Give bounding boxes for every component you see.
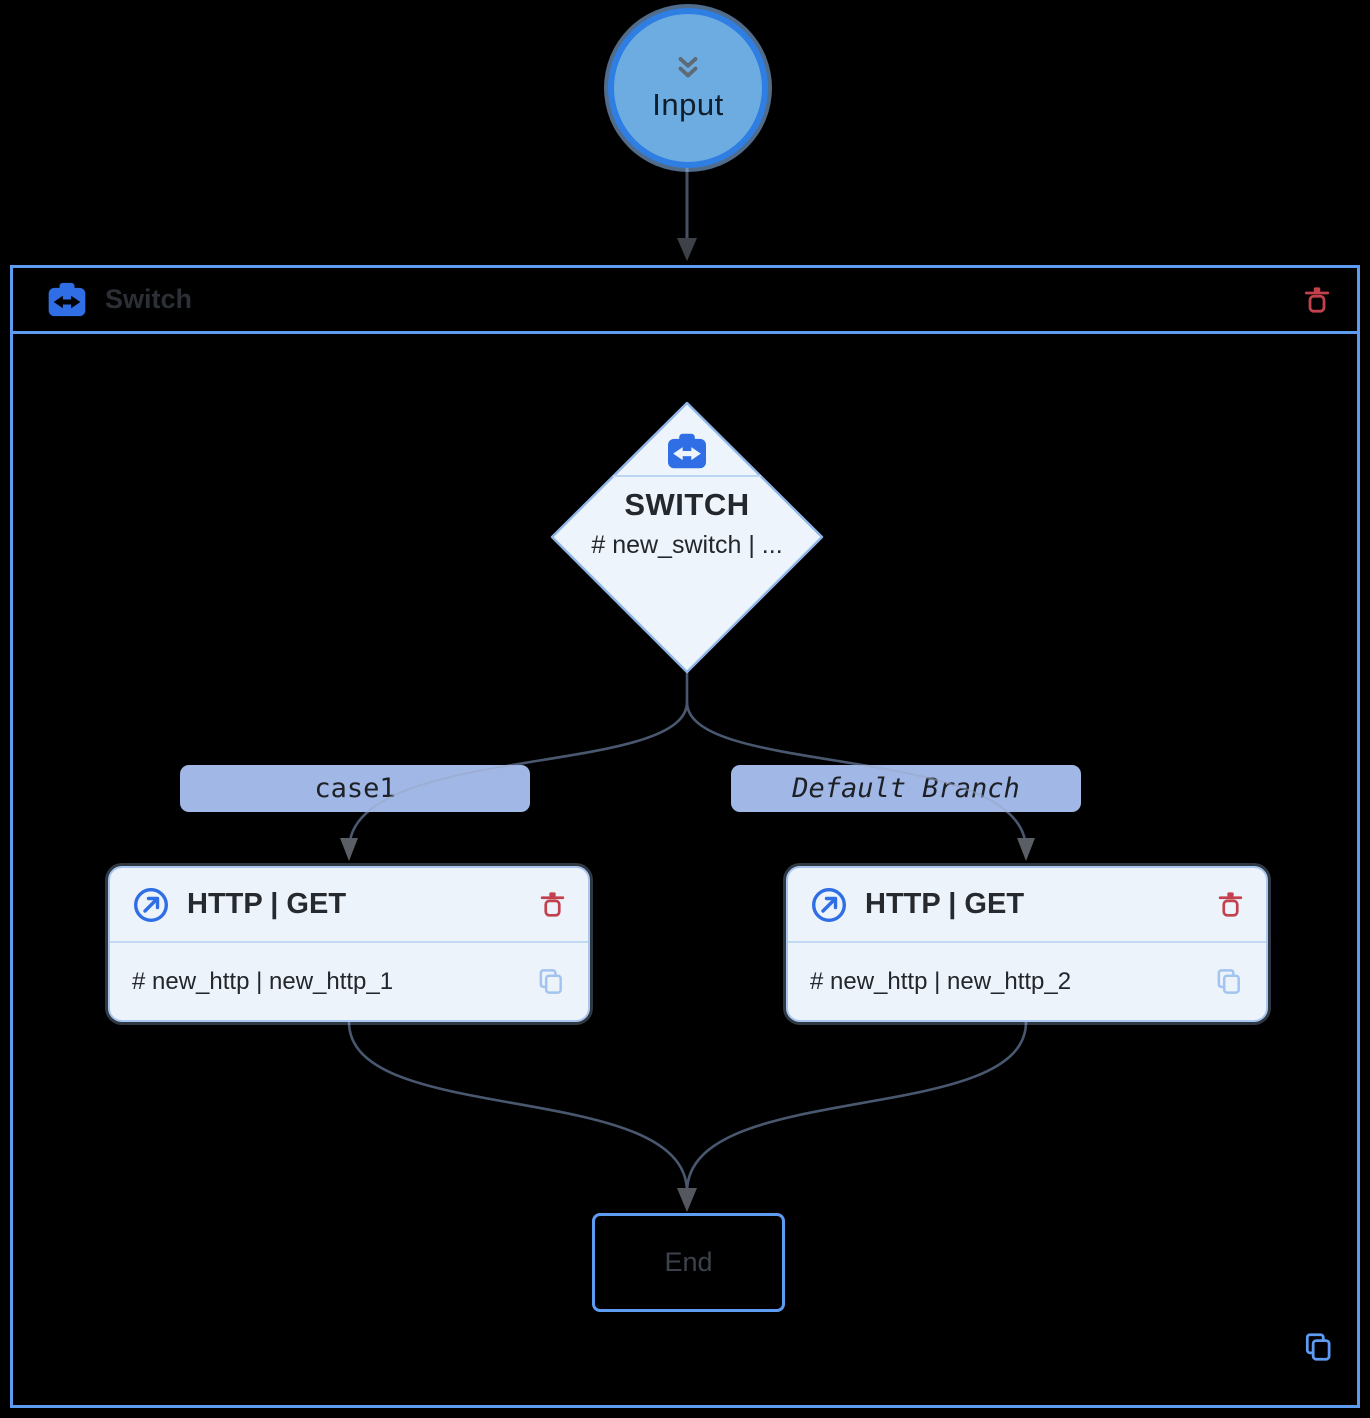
delete-http-node-2-button[interactable] [1217,890,1244,919]
switch-arrows-icon [48,282,86,317]
copy-switch-group-button[interactable] [1303,1331,1335,1364]
trash-icon [540,892,565,917]
copy-http-node-2-button[interactable] [1215,967,1244,997]
http-node-2[interactable]: HTTP | GET # new_http | new_http_2 [786,866,1268,1022]
http-node-2-title: HTTP | GET [865,888,1025,920]
http-node-1-body: # new_http | new_http_1 [110,943,588,1020]
switch-node[interactable]: SWITCH # new_switch | ... [552,403,822,672]
switch-group-title: Switch [105,284,193,314]
branch-label-default[interactable]: Default Branch [731,765,1081,812]
double-chevron-down-icon [678,56,698,77]
end-node[interactable]: End [592,1213,785,1312]
http-node-2-body: # new_http | new_http_2 [788,943,1266,1020]
arrow-up-right-circle-icon [133,887,169,922]
http-node-1-subtitle: # new_http | new_http_1 [132,967,394,995]
trash-icon [1218,892,1243,917]
copy-http-node-1-button[interactable] [537,967,566,997]
http-node-1-title: HTTP | GET [187,888,347,920]
http-node-2-header: HTTP | GET [788,868,1266,943]
copy-icon [1305,1333,1331,1361]
input-node[interactable]: Input [608,8,768,168]
copy-icon [1217,968,1240,994]
switch-group-container: Switch [10,265,1360,1408]
copy-icon [539,968,562,994]
arrow-up-right-circle-icon [811,887,847,922]
switch-node-subtitle: # new_switch | ... [591,531,783,559]
delete-http-node-1-button[interactable] [539,890,566,919]
http-node-1[interactable]: HTTP | GET # new_http | new_http_1 [108,866,590,1022]
http-node-2-subtitle: # new_http | new_http_2 [810,967,1072,995]
switch-arrows-icon [668,433,706,469]
switch-group-header[interactable]: Switch [13,268,1357,334]
branch-label-case1[interactable]: case1 [180,765,530,812]
end-node-label: End [664,1247,713,1277]
http-node-1-header: HTTP | GET [110,868,588,943]
switch-node-title: SWITCH [624,487,750,522]
input-node-label: Input [652,86,724,122]
delete-switch-group-button[interactable] [1303,285,1331,315]
trash-icon [1304,286,1330,313]
